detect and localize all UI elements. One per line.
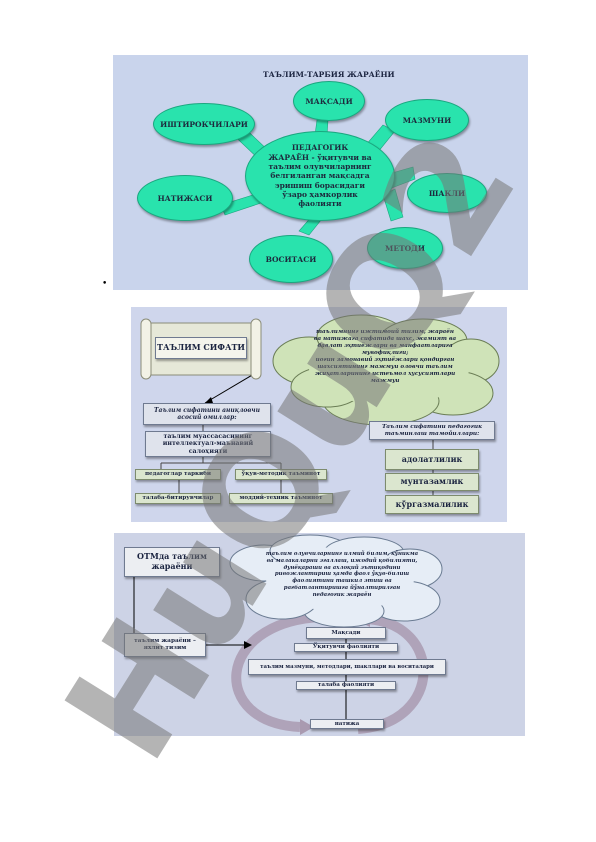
principle-item: адолатлилик [385, 449, 479, 470]
factor-item: педагоглар таркиби [135, 469, 221, 480]
factors-header-text: Таълим сифатини аниқловчи асосий омиллар… [154, 406, 260, 421]
factor-item: моддий-техник таъминот [229, 493, 333, 504]
chain-step-text: талаба фаолияти [317, 682, 375, 689]
factor-item: ўқув-методик таъминот [235, 469, 327, 480]
node-center: ПЕДАГОГИК ЖАРАЁН - ўқитувчи ва таълим ол… [245, 131, 395, 221]
principle-item: мунтазамлик [385, 473, 479, 491]
factor-item-text: педагоглар таркиби [144, 471, 212, 478]
center-line: ПЕДАГОГИК [291, 143, 349, 153]
process-title-box: ОТМда таълим жараёни [124, 547, 220, 577]
system-box: таълим жараёни – яхлит тизим [124, 633, 206, 657]
factors-main-text: таълим муассасасининг интеллектуал-маъна… [162, 432, 254, 455]
center-line: эришиш борасидаги [275, 180, 365, 190]
chain-step-text: таълим мазмуни, методлари, шакллари ва в… [260, 663, 434, 670]
pedagogical-process-diagram: ТАЪЛИМ-ТАРБИЯ ЖАРАЁНИ МАҚСАДИ ИШТИРОКЧИЛ… [113, 55, 528, 290]
node-natijasi: НАТИЖАСИ [137, 175, 233, 221]
factor-item-text: ўқув-методик таъминот [241, 471, 321, 478]
higher-edu-process-diagram: ОТМда таълим жараёни таълим олувчиларнин… [114, 533, 525, 736]
process-cloud-text: таълим олувчиларнинг илмий билим, кўникм… [265, 551, 419, 598]
education-quality-diagram: ТАЪЛИМ СИФАТИ таълимнинг ижтимоий тизим,… [131, 307, 507, 522]
center-line: ўзаро ҳамкорлик [282, 190, 358, 200]
node-label: ИШТИРОКЧИЛАРИ [160, 119, 248, 129]
factors-main: таълим муассасасининг интеллектуал-маъна… [145, 431, 271, 457]
chain-step: талаба фаолияти [296, 681, 396, 690]
factors-header: Таълим сифатини аниқловчи асосий омиллар… [143, 403, 271, 425]
node-label: МЕТОДИ [385, 243, 425, 253]
factor-item-text: талаба-битирувчилар [142, 495, 214, 502]
scroll-title-box: ТАЪЛИМ СИФАТИ [155, 337, 247, 359]
chain-step: натижа [310, 719, 384, 729]
quality-connectors [140, 314, 500, 495]
principle-item: кўргазмалилик [385, 495, 479, 514]
diagram-title: ТАЪЛИМ-ТАРБИЯ ЖАРАЁНИ [263, 70, 395, 79]
node-label: ВОСИТАСИ [265, 254, 317, 264]
center-line: белгиланган мақсадга [270, 171, 370, 181]
node-mazmuni: МАЗМУНИ [385, 99, 469, 141]
node-ishtirokchilari: ИШТИРОКЧИЛАРИ [153, 103, 255, 145]
node-label: НАТИЖАСИ [157, 193, 213, 203]
scroll-title: ТАЪЛИМ СИФАТИ [157, 342, 245, 353]
center-label: ПЕДАГОГИК ЖАРАЁН - ўқитувчи ва таълим ол… [268, 143, 371, 209]
process-title: ОТМда таълим жараёни [137, 551, 207, 571]
node-maqsadi: МАҚСАДИ [293, 81, 365, 121]
node-shakli: ШАКЛИ [407, 173, 487, 213]
node-label: МАЗМУНИ [402, 115, 452, 125]
chain-step: Ўқитувчи фаолияти [294, 643, 398, 652]
principle-item-text: мунтазамлик [400, 476, 464, 487]
list-bullet: • [102, 279, 108, 289]
process-connectors [133, 534, 443, 735]
center-line: таълим олувчиларнинг [268, 161, 372, 171]
chain-step-text: Мақсади [331, 629, 361, 636]
principles-header: Таълим сифатини педагогик таъминлаш тамо… [369, 421, 495, 440]
quality-cloud-text: таълимнинг ижтимоий тизим, жараён ва нат… [313, 329, 457, 384]
node-label: ШАКЛИ [428, 188, 466, 198]
center-line: ЖАРАЁН - ўқитувчи ва [268, 152, 372, 162]
chain-step: Мақсади [306, 627, 386, 639]
factor-item-text: моддий-техник таъминот [239, 495, 323, 502]
node-metodi: МЕТОДИ [367, 227, 443, 269]
chain-step-text: натижа [334, 720, 360, 727]
chain-step: таълим мазмуни, методлари, шакллари ва в… [248, 659, 446, 675]
node-vositasi: ВОСИТАСИ [249, 235, 333, 283]
system-box-text: таълим жараёни – яхлит тизим [134, 638, 196, 651]
principle-item-text: адолатлилик [401, 453, 463, 464]
center-line: фаолияти [298, 199, 342, 209]
principles-header-text: Таълим сифатини педагогик таъминлаш тамо… [381, 423, 483, 437]
factor-item: талаба-битирувчилар [135, 493, 221, 504]
principle-item-text: кўргазмалилик [395, 498, 469, 509]
node-label: МАҚСАДИ [305, 96, 353, 106]
chain-step-text: Ўқитувчи фаолияти [312, 644, 380, 651]
